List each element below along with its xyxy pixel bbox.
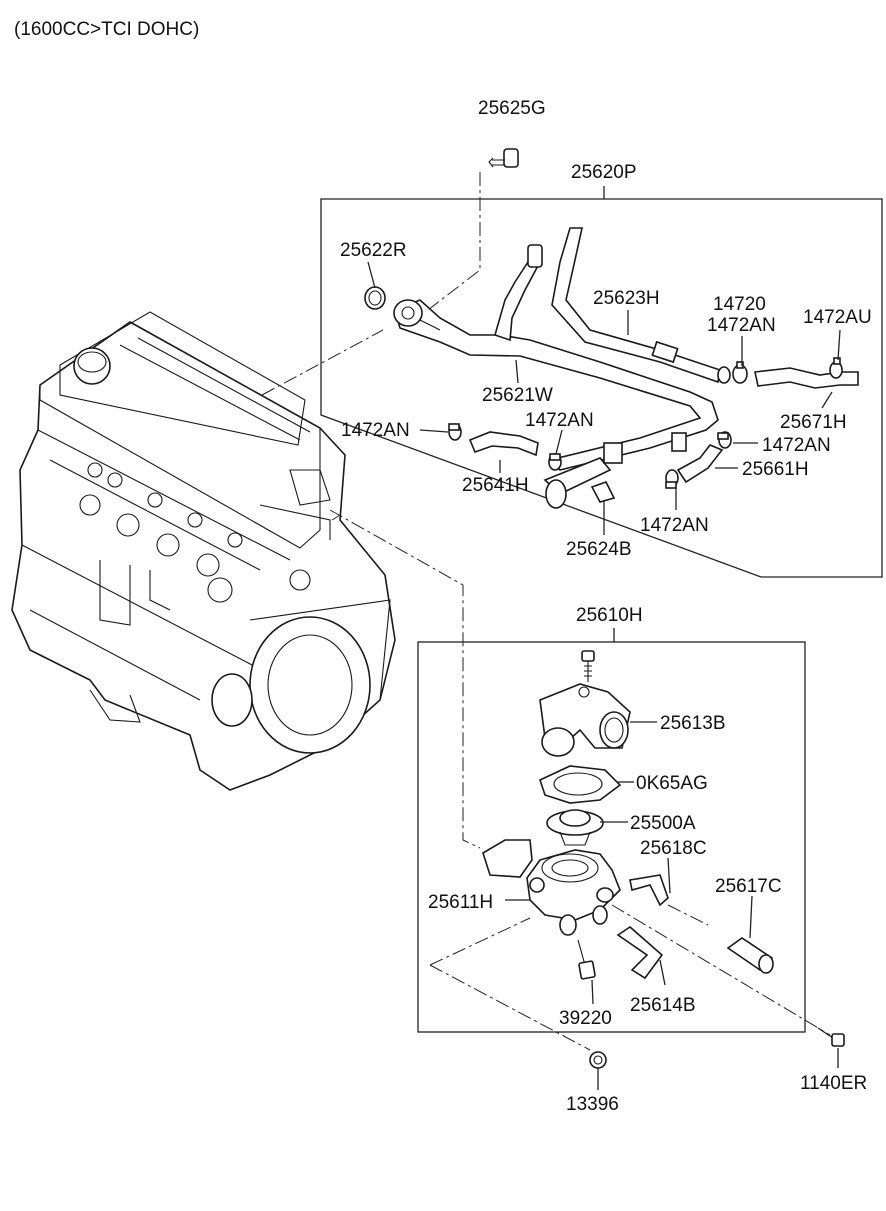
leader-25625G xyxy=(414,172,481,321)
label-25671H: 25671H xyxy=(780,412,847,433)
label-1472AU: 1472AU xyxy=(803,307,872,328)
bolt-25625G xyxy=(488,148,519,168)
o-ring-25622R xyxy=(364,286,386,310)
label-25614B: 25614B xyxy=(630,995,696,1016)
nut-13396 xyxy=(589,1051,607,1069)
label-1472AN-c: 1472AN xyxy=(525,410,594,431)
diagram-title: (1600CC>TCI DOHC) xyxy=(14,19,199,40)
thermostat-housing-25611H xyxy=(526,849,621,936)
hose-clip-1472AN-c xyxy=(548,453,562,471)
label-25618C: 25618C xyxy=(640,838,707,859)
hose-25671H xyxy=(754,367,859,389)
label-14720: 14720 xyxy=(713,294,766,315)
engine-block-illustration xyxy=(11,311,396,791)
water-pipe-25621W xyxy=(393,244,719,509)
hose-25641H xyxy=(468,431,539,457)
gasket-square xyxy=(482,839,533,878)
label-25623H: 25623H xyxy=(593,288,660,309)
hose-clip-1472AN-d xyxy=(717,431,732,449)
label-39220: 39220 xyxy=(559,1008,612,1029)
hose-25614B xyxy=(616,925,664,980)
label-1472AN-d: 1472AN xyxy=(762,435,831,456)
label-25500A: 25500A xyxy=(630,813,696,834)
label-25621W: 25621W xyxy=(482,385,553,406)
label-1472AN-e: 1472AN xyxy=(640,515,709,536)
label-1472AN-b: 1472AN xyxy=(341,420,410,441)
hose-clip-1472AN-e xyxy=(665,469,679,489)
label-25622R: 25622R xyxy=(340,240,407,261)
label-25625G: 25625G xyxy=(478,98,546,119)
thermostat-housing-25613B xyxy=(539,683,631,757)
pipe-25618C xyxy=(629,874,669,907)
thermostat-25500A xyxy=(546,809,604,846)
hose-clip-1472AU xyxy=(829,357,843,379)
label-25613B: 25613B xyxy=(660,713,726,734)
thermostat-assembly-outline xyxy=(417,641,806,1033)
label-25624B: 25624B xyxy=(566,539,632,560)
label-25641H: 25641H xyxy=(462,475,529,496)
label-1472AN-a: 1472AN xyxy=(707,315,776,336)
bolt-25610H xyxy=(581,650,595,682)
label-0K65AG: 0K65AG xyxy=(636,773,708,794)
label-1140ER: 1140ER xyxy=(800,1073,867,1094)
gasket-0K65AG xyxy=(539,765,622,804)
label-25661H: 25661H xyxy=(742,459,809,480)
hose-clip-1472AN-a xyxy=(732,361,748,384)
hose-25661H xyxy=(676,444,724,484)
label-25610H: 25610H xyxy=(576,605,643,626)
hose-25623H xyxy=(551,227,731,384)
upper-assembly-outline xyxy=(320,198,883,578)
sensor-39220 xyxy=(577,939,596,980)
label-25611H: 25611H xyxy=(428,892,493,913)
hose-clip-1472AN-b xyxy=(448,423,462,441)
bolt-1140ER xyxy=(817,1027,845,1047)
label-25617C: 25617C xyxy=(715,876,782,897)
bracket-25624B xyxy=(590,481,616,503)
label-13396: 13396 xyxy=(566,1094,619,1115)
label-25620P: 25620P xyxy=(571,162,637,183)
